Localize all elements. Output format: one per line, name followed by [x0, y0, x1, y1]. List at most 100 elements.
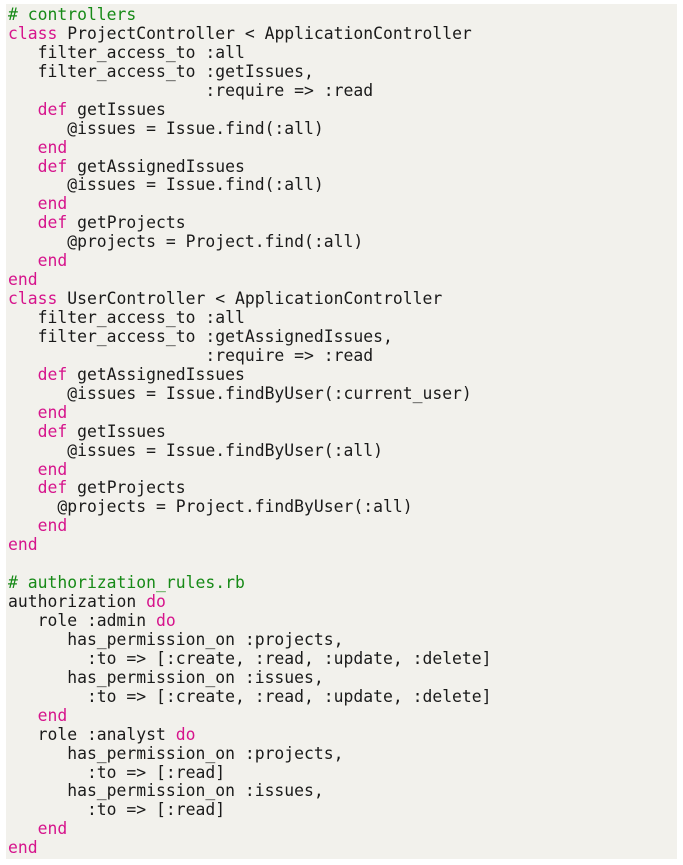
code-text: @issues = Issue.find(:all) — [8, 118, 324, 138]
code-keyword: def — [37, 99, 68, 119]
code-keyword: def — [37, 156, 68, 176]
code-line: def getIssues — [8, 99, 677, 120]
code-text: filter_access_to :all — [8, 308, 245, 327]
code-line: role :admin do — [8, 611, 677, 631]
code-text: has_permission_on :issues, — [8, 781, 324, 801]
code-text: :require => :read — [8, 345, 374, 365]
code-line: end — [8, 516, 677, 536]
code-text: filter_access_to :getIssues, — [8, 61, 314, 81]
code-line: end — [8, 838, 677, 858]
code-line: end — [8, 194, 677, 214]
code-text — [8, 460, 38, 479]
code-text: @issues = Issue.findByUser(:all) — [8, 440, 383, 460]
code-keyword: end — [37, 705, 68, 725]
code-keyword: def — [37, 213, 68, 233]
code-text — [8, 138, 38, 157]
code-text: getProjects — [67, 478, 186, 498]
code-text: UserController < ApplicationController — [57, 289, 443, 309]
code-line: :require => :read — [8, 80, 677, 101]
code-keyword: end — [8, 270, 38, 290]
code-line: class UserController < ApplicationContro… — [8, 289, 677, 309]
code-text: role :analyst — [8, 724, 176, 744]
code-line — [8, 555, 677, 574]
code-text: getProjects — [67, 213, 186, 233]
code-line: end — [8, 819, 677, 839]
code-text: :to => [:create, :read, :update, :delete… — [8, 686, 492, 706]
code-keyword: end — [37, 819, 68, 839]
code-line: @issues = Issue.find(:all) — [8, 175, 677, 195]
code-text: @issues = Issue.findByUser(:current_user… — [8, 383, 472, 403]
code-keyword: end — [37, 194, 68, 214]
code-line: filter_access_to :all — [8, 42, 677, 63]
code-line: filter_access_to :getAssignedIssues, — [8, 326, 677, 347]
code-text: has_permission_on :projects, — [8, 629, 344, 649]
code-keyword: end — [37, 137, 68, 157]
code-line: @issues = Issue.findByUser(:current_user… — [8, 383, 677, 404]
code-keyword: end — [37, 516, 68, 536]
code-text — [8, 213, 38, 232]
code-keyword: end — [8, 535, 38, 555]
code-line: has_permission_on :issues, — [8, 667, 677, 688]
code-line: end — [8, 460, 677, 480]
code-line: authorization do — [8, 592, 677, 612]
code-text: :to => [:create, :read, :update, :delete… — [8, 648, 492, 668]
code-line: def getIssues — [8, 421, 677, 442]
code-line: has_permission_on :projects, — [8, 743, 677, 764]
code-line: role :analyst do — [8, 724, 677, 745]
code-text: filter_access_to :getAssignedIssues, — [8, 326, 393, 346]
code-line: @issues = Issue.find(:all) — [8, 118, 677, 139]
code-text — [8, 422, 38, 441]
code-line: end — [8, 137, 677, 158]
code-line: @projects = Project.findByUser(:all) — [8, 497, 677, 517]
code-text — [8, 403, 38, 422]
code-comment: # controllers — [8, 5, 137, 24]
code-keyword: def — [37, 364, 68, 384]
code-text: has_permission_on :projects, — [8, 743, 344, 763]
code-comment: # authorization_rules.rb — [8, 573, 245, 593]
code-keyword: end — [8, 838, 38, 858]
code-text: :require => :read — [8, 80, 374, 100]
code-line: filter_access_to :getIssues, — [8, 61, 677, 82]
code-keyword: def — [37, 421, 68, 441]
code-line: end — [8, 270, 677, 290]
code-line: def getAssignedIssues — [8, 156, 677, 177]
code-line: has_permission_on :issues, — [8, 781, 677, 801]
code-text: authorization — [8, 592, 147, 612]
code-line: :to => [:create, :read, :update, :delete… — [8, 686, 677, 707]
code-line: end — [8, 535, 677, 555]
code-text: role :admin — [8, 611, 157, 630]
code-text: has_permission_on :issues, — [8, 667, 324, 687]
code-text: ProjectController < ApplicationControlle… — [57, 23, 472, 43]
code-text: getIssues — [67, 421, 166, 441]
code-line: :to => [:read] — [8, 762, 677, 783]
code-text: @projects = Project.findByUser(:all) — [8, 497, 413, 517]
code-line: @issues = Issue.findByUser(:all) — [8, 440, 677, 461]
code-text — [8, 516, 38, 535]
code-line: end — [8, 251, 677, 271]
code-line: filter_access_to :all — [8, 308, 677, 328]
code-text — [8, 157, 38, 176]
code-text: getAssignedIssues — [67, 364, 245, 384]
code-line: :to => [:read] — [8, 800, 677, 820]
code-keyword: def — [37, 478, 68, 498]
code-text — [8, 478, 38, 497]
code-line: def getProjects — [8, 213, 677, 233]
code-line: def getAssignedIssues — [8, 364, 677, 385]
code-line: # controllers — [8, 5, 677, 25]
code-text: :to => [:read] — [8, 762, 226, 782]
code-keyword: do — [156, 611, 176, 630]
code-line: :to => [:create, :read, :update, :delete… — [8, 648, 677, 669]
code-text: filter_access_to :all — [8, 42, 245, 62]
code-text — [8, 365, 38, 384]
code-line: :require => :read — [8, 345, 677, 366]
code-text — [8, 194, 38, 213]
code-text — [8, 100, 38, 119]
code-line: def getProjects — [8, 478, 677, 498]
code-line: end — [8, 705, 677, 726]
code-line: # authorization_rules.rb — [8, 573, 677, 593]
code-text — [8, 819, 38, 838]
code-text: @projects = Project.find(:all) — [8, 232, 364, 252]
code-text — [8, 251, 38, 270]
code-text — [8, 706, 38, 725]
